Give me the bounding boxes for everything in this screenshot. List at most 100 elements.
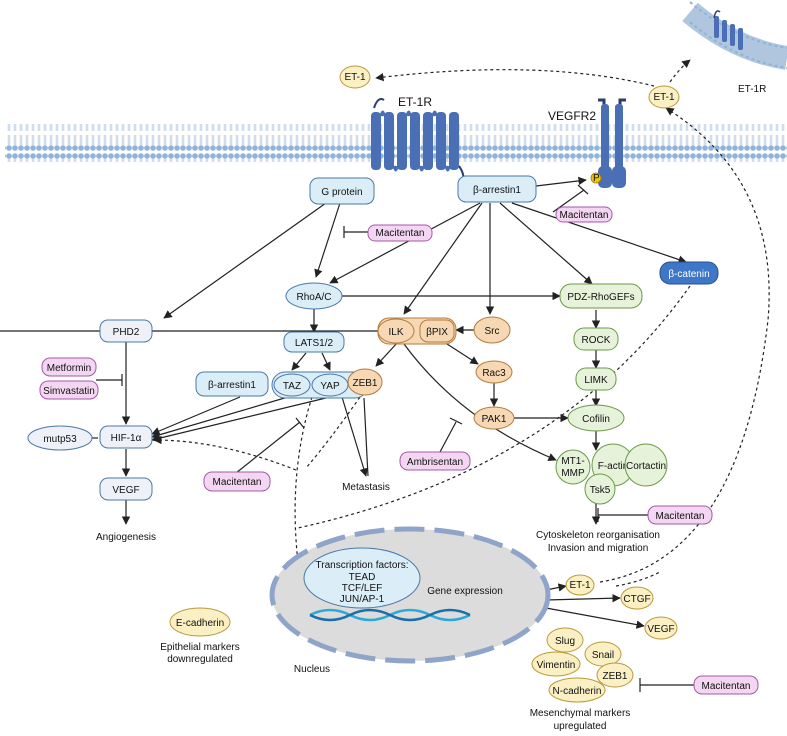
hif1a-label: HIF-1α xyxy=(111,433,142,444)
pdz-rhogefs-label: PDZ-RhoGEFs xyxy=(567,292,634,303)
phd2-label: PHD2 xyxy=(113,327,140,338)
macitentan-node-5 xyxy=(693,675,759,695)
rhoa-c-node xyxy=(285,282,343,310)
lats-label: LATS1/2 xyxy=(295,338,334,349)
vegfr2-receptor-icon xyxy=(598,98,626,188)
limk-node xyxy=(575,367,617,391)
f-actin-label: F-actin xyxy=(598,461,629,472)
et1r-inset-icon xyxy=(713,10,743,50)
tf-label-2: TEAD xyxy=(349,572,376,583)
mutp53-label: mutp53 xyxy=(43,434,77,445)
beta-arrestin1-top-node xyxy=(457,175,537,203)
rock-node xyxy=(573,327,619,351)
beta-catenin-node xyxy=(659,261,719,285)
mt1-mmp-node xyxy=(555,449,591,485)
macitentan-node-2 xyxy=(555,206,613,223)
vegfr2-label: VEGFR2 xyxy=(548,109,596,123)
macitentan-node-3 xyxy=(203,471,271,492)
bpix-label: βPIX xyxy=(426,327,448,338)
dna-helix-icon xyxy=(309,608,471,622)
membrane-inset: ET-1R xyxy=(682,1,787,95)
metformin-node xyxy=(41,357,97,377)
hif1a-node xyxy=(99,425,153,449)
et1-ligand-left-label: ET-1 xyxy=(344,72,366,83)
edges xyxy=(0,176,687,629)
src-node xyxy=(473,316,511,344)
beta-arrestin1-mid-node xyxy=(195,371,269,397)
e-cadherin-node xyxy=(169,607,231,637)
n-cadherin-label: N-cadherin xyxy=(553,686,602,697)
macitentan-label-2: Macitentan xyxy=(560,210,609,221)
dashed-edges xyxy=(153,59,770,587)
et1r-inset-label: ET-1R xyxy=(738,84,766,95)
ctgf-label: CTGF xyxy=(623,594,650,605)
et1r-receptor-icon xyxy=(371,98,465,185)
et1-ligand-left xyxy=(339,65,371,89)
nucleus-label: Nucleus xyxy=(294,664,330,675)
rac3-node xyxy=(475,360,513,384)
cofilin-node xyxy=(567,404,625,432)
rhoa-c-label: RhoA/C xyxy=(296,292,331,303)
tf-label-4: JUN/AP-1 xyxy=(340,594,385,605)
phospho-label: P xyxy=(593,173,600,184)
rac3-label: Rac3 xyxy=(482,368,506,379)
slug-label: Slug xyxy=(555,636,575,647)
cortactin-label: Cortactin xyxy=(626,461,666,472)
limk-label: LIMK xyxy=(584,375,608,386)
angiogenesis-label: Angiogenesis xyxy=(96,532,156,543)
ambrisentan-node xyxy=(399,451,471,471)
mesenchymal-label-1: Mesenchymal markers xyxy=(530,708,631,719)
mesenchymal-label-2: upregulated xyxy=(554,721,607,732)
g-protein-node xyxy=(309,177,375,205)
src-label: Src xyxy=(485,326,500,337)
et1-nucleus-node xyxy=(565,574,595,596)
tf-label-1: Transcription factors: xyxy=(316,560,409,571)
cytoskeleton-label-1: Cytoskeleton reorganisation xyxy=(536,530,660,541)
zeb1-mid-node xyxy=(347,368,383,396)
epithelial-label-2: downregulated xyxy=(167,654,233,665)
e-cadherin-label: E-cadherin xyxy=(176,618,224,629)
mutp53-node xyxy=(27,425,93,451)
ctgf-node xyxy=(620,586,654,610)
macitentan-label-5: Macitentan xyxy=(702,681,751,692)
pak1-label: PAK1 xyxy=(482,414,507,425)
g-protein-label: G protein xyxy=(321,187,362,198)
mt1-mmp-label-1: MT1- xyxy=(561,456,584,467)
zeb1-bottom-node xyxy=(596,662,634,688)
n-cadherin-node xyxy=(548,677,606,703)
phospho-icon xyxy=(590,172,602,184)
ilk-node xyxy=(377,318,415,344)
beta-catenin-label: β-catenin xyxy=(668,269,709,280)
metastasis-label: Metastasis xyxy=(342,482,390,493)
phd2-node xyxy=(99,319,153,343)
taz-node xyxy=(273,373,311,397)
cofilin-label: Cofilin xyxy=(582,414,610,425)
macitentan-node-4 xyxy=(647,505,713,525)
macitentan-label-1: Macitentan xyxy=(376,228,425,239)
tsk5-label: Tsk5 xyxy=(590,485,611,496)
et1-ligand-right xyxy=(648,85,680,109)
cytoskeleton-label-2: Invasion and migration xyxy=(548,543,649,554)
et1-nucleus-label: ET-1 xyxy=(569,580,591,591)
macitentan-label-4: Macitentan xyxy=(656,511,705,522)
vimentin-node xyxy=(531,651,581,677)
epithelial-label-1: Epithelial markers xyxy=(160,642,239,653)
yap-label: YAP xyxy=(320,381,340,392)
simvastatin-label: Simvastatin xyxy=(43,386,95,397)
cell-membrane xyxy=(5,124,787,162)
vegf-out-label: VEGF xyxy=(647,624,674,635)
vegf-left-label: VEGF xyxy=(112,485,139,496)
ilk-label: ILK xyxy=(388,327,403,338)
vegf-out-node xyxy=(644,616,678,640)
pak1-node xyxy=(473,406,515,430)
beta-arrestin1-mid-label: β-arrestin1 xyxy=(208,380,256,391)
vimentin-label: Vimentin xyxy=(537,660,576,671)
cortactin-node xyxy=(624,443,668,487)
simvastatin-node xyxy=(39,380,99,400)
zeb1-mid-label: ZEB1 xyxy=(352,378,377,389)
snail-label: Snail xyxy=(592,650,614,661)
et1r-label: ET-1R xyxy=(398,95,432,109)
et1-ligand-right-label: ET-1 xyxy=(653,92,675,103)
lats-node xyxy=(283,331,345,353)
